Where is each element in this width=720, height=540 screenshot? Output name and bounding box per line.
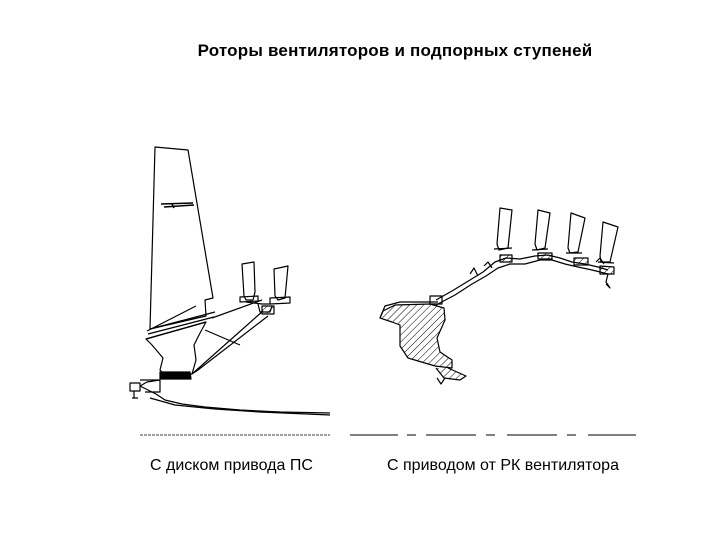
fan-hub-outline	[379, 301, 438, 319]
booster-drum-inner	[435, 259, 609, 306]
caption-right: С приводом от РК вентилятора	[387, 457, 619, 474]
seal-teeth	[469, 257, 605, 277]
booster-blade-2	[273, 265, 289, 301]
blade-midspan-shroud	[160, 202, 195, 209]
root-bolt	[129, 382, 141, 399]
drum-ring-4	[599, 265, 615, 275]
booster-drive-arm	[191, 310, 269, 375]
booster-blade-1	[241, 261, 256, 301]
drum-ring-1	[499, 254, 513, 263]
drum-ring-2	[537, 252, 553, 260]
connection-flange	[429, 295, 443, 305]
fan-blade	[149, 146, 214, 330]
shaft-line	[149, 397, 331, 416]
booster-connect-link	[204, 299, 263, 346]
rotor-driven-by-fan-blades	[350, 207, 636, 436]
bolt-flange	[140, 379, 161, 393]
booster-blade-d	[599, 221, 619, 263]
disk-foot	[435, 367, 467, 381]
booster-blade-a	[496, 207, 513, 251]
disk-foot-bolt	[436, 377, 446, 385]
caption-left: С диском привода ПС	[150, 457, 313, 474]
booster-blade-2-platform	[269, 296, 291, 305]
fan-rotor-with-booster-drive-disk	[129, 146, 331, 436]
booster-hub	[261, 305, 275, 315]
booster-blade-b	[534, 209, 551, 251]
booster-blade-c	[567, 212, 586, 254]
booster-blade-1-platform	[239, 295, 259, 303]
drum-ring-3	[573, 257, 589, 266]
slide-title: Роторы вентиляторов и подпорных ступеней	[197, 41, 593, 60]
blade-platform	[145, 305, 216, 340]
disk-rim	[159, 371, 192, 380]
fan-hub-disk	[379, 303, 453, 369]
rear-end-tip	[605, 273, 611, 289]
fan-drive-cone	[139, 379, 331, 414]
booster-platforms	[493, 247, 615, 264]
